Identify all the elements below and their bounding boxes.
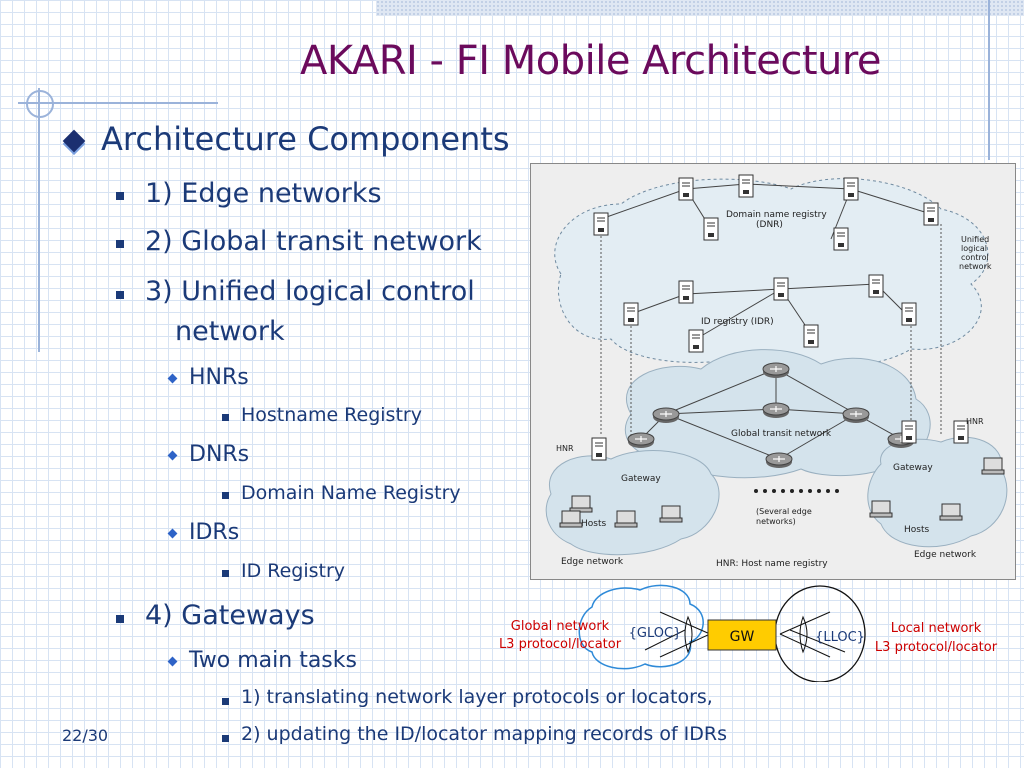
outline-subsubitem: 1) translating network layer protocols o… [241,686,713,708]
decorative-line [18,102,218,104]
unified-label: logical [961,244,987,253]
architecture-figure: Domain name registry (DNR) Unified logic… [530,163,1016,580]
diamond-bullet-icon [167,373,178,384]
outline-subitem: DNRs [189,442,250,467]
local-network-label: Local network [891,621,982,636]
gw-label: GW [730,629,755,645]
outline-subsubitem: Hostname Registry [241,404,422,426]
edge-network-label: Edge network [561,557,624,567]
unified-label: control [961,253,989,262]
local-protocol-label: L3 protocol/locator [875,640,998,655]
global-network-label: Global network [511,619,610,634]
dnr-label: Domain name registry [726,210,827,220]
unified-control-cloud [554,178,989,367]
decorative-line [988,0,990,160]
diamond-bullet-icon [167,450,178,461]
several-edge-label: networks) [756,517,796,526]
square-bullet-icon [222,735,229,742]
dnr-label-abbr: (DNR) [756,220,783,230]
global-protocol-label: L3 protocol/locator [500,637,622,652]
hosts-label: Hosts [581,519,606,529]
square-bullet-icon [222,414,229,421]
diamond-bullet-icon [167,656,178,667]
gateway-diagram: GW {GLOC} {LLOC} Global network L3 proto… [499,582,1010,686]
edge-network-label: Edge network [914,550,977,560]
square-bullet-icon [116,192,124,200]
outline-subitem: Two main tasks [189,648,357,673]
page-number: 22/30 [62,726,109,745]
square-bullet-icon [116,291,124,299]
several-edge-label: (Several edge [756,507,812,516]
outline-heading: Architecture Components [101,120,510,158]
hnr-label: HNR [966,417,984,426]
hosts-label: Hosts [904,525,929,535]
edge-cloud-right [867,436,1008,548]
gateway-label: Gateway [621,474,661,484]
decorative-top-bar [376,0,1024,16]
diamond-bullet-icon [167,528,178,539]
outline-item: 2) Global transit network [145,226,482,257]
outline-item-continuation: network [175,316,285,347]
gateway-label: Gateway [893,463,933,473]
lloc-label: {LLOC} [815,630,865,645]
decorative-line [38,88,40,352]
diamond-bullet-icon [62,129,86,153]
global-network-cloud [578,584,704,670]
square-bullet-icon [222,570,229,577]
hnr-caption: HNR: Host name registry [716,559,828,569]
outline-subsubitem: 2) updating the ID/locator mapping recor… [241,723,728,745]
outline-item: 4) Gateways [145,600,315,631]
gw-box [707,619,777,651]
square-bullet-icon [116,240,124,248]
outline-subsubitem: Domain Name Registry [241,482,461,504]
outline-subitem: HNRs [189,365,249,390]
outline-subsubitem: ID Registry [241,560,346,582]
square-bullet-icon [222,492,229,499]
slide-title: AKARI - FI Mobile Architecture [300,38,882,84]
transit-label: Global transit network [731,429,832,439]
gloc-label: {GLOC} [629,626,682,641]
square-bullet-icon [116,615,124,623]
outline-item: 3) Unified logical control [145,276,475,307]
hnr-label: HNR [556,444,574,453]
unified-label: network [959,262,992,271]
decorative-circle [26,90,54,118]
outline-subitem: IDRs [189,520,240,545]
square-bullet-icon [222,698,229,705]
unified-label: Unified [961,235,989,244]
outline-item: 1) Edge networks [145,178,382,209]
idr-label: ID registry (IDR) [701,317,774,327]
